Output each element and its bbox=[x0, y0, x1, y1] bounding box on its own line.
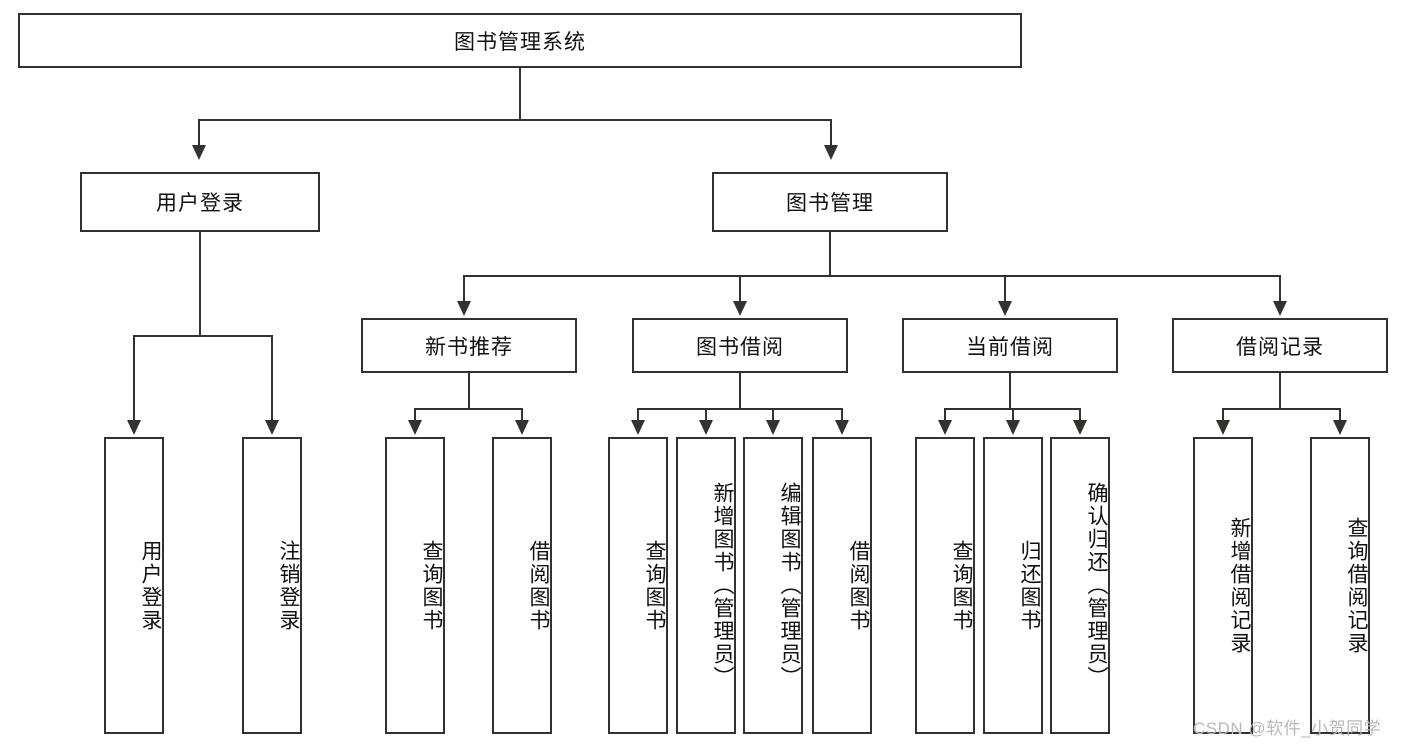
node-book-management[interactable]: 图书管理 bbox=[712, 172, 948, 232]
node-label: 图书管理系统 bbox=[454, 30, 586, 54]
arrowhead-icon bbox=[699, 420, 713, 435]
leaf-label: 新增图书（管理员） bbox=[711, 482, 734, 689]
leaf-borrow-borrow-book[interactable]: 借阅图书 bbox=[812, 437, 872, 734]
connector-borrow-drop-1 bbox=[637, 408, 639, 421]
connector-level2-drop-3 bbox=[1004, 275, 1006, 303]
leaf-borrow-edit-book-admin[interactable]: 编辑图书（管理员） bbox=[743, 437, 803, 734]
arrowhead-icon bbox=[1216, 420, 1230, 435]
connector-current-drop-3 bbox=[1079, 408, 1081, 421]
arrowhead-icon bbox=[408, 420, 422, 435]
connector-level2-bus bbox=[463, 275, 1281, 277]
arrowhead-icon bbox=[127, 420, 141, 435]
leaf-label: 查询图书 bbox=[643, 539, 666, 632]
connector-recommend-drop-2 bbox=[521, 408, 523, 421]
node-label: 图书管理 bbox=[786, 192, 874, 215]
node-label: 用户登录 bbox=[156, 192, 244, 215]
node-book-borrow[interactable]: 图书借阅 bbox=[632, 318, 848, 373]
node-label: 当前借阅 bbox=[966, 335, 1054, 359]
leaf-user-login[interactable]: 用户登录 bbox=[104, 437, 164, 734]
connector-root-stem bbox=[519, 68, 521, 120]
leaf-recommend-query-book[interactable]: 查询图书 bbox=[385, 437, 445, 734]
leaf-label: 查询借阅记录 bbox=[1345, 516, 1368, 655]
leaf-label: 新增借阅记录 bbox=[1228, 516, 1251, 655]
leaf-current-return-book[interactable]: 归还图书 bbox=[983, 437, 1043, 734]
leaf-record-add-borrow-record[interactable]: 新增借阅记录 bbox=[1193, 437, 1253, 734]
leaf-label: 确认归还（管理员） bbox=[1085, 482, 1108, 689]
connector-recommend-stem bbox=[468, 373, 470, 409]
arrowhead-icon bbox=[733, 301, 747, 316]
node-root-library-system[interactable]: 图书管理系统 bbox=[18, 13, 1022, 68]
connector-current-drop-1 bbox=[944, 408, 946, 421]
leaf-current-confirm-return-admin[interactable]: 确认归还（管理员） bbox=[1050, 437, 1110, 734]
watermark-text: CSDN @软件_小贺同学 bbox=[1193, 719, 1382, 738]
arrowhead-icon bbox=[515, 420, 529, 435]
leaf-current-query-book[interactable]: 查询图书 bbox=[915, 437, 975, 734]
connector-current-drop-2 bbox=[1012, 408, 1014, 421]
leaf-label: 借阅图书 bbox=[527, 539, 550, 632]
leaf-label: 查询图书 bbox=[420, 539, 443, 632]
connector-borrow-bus bbox=[637, 408, 843, 410]
connector-record-drop-2 bbox=[1339, 408, 1341, 421]
arrowhead-icon bbox=[1073, 420, 1087, 435]
leaf-recommend-borrow-book[interactable]: 借阅图书 bbox=[492, 437, 552, 734]
connector-level2-drop-1 bbox=[463, 275, 465, 303]
connector-borrow-drop-4 bbox=[841, 408, 843, 421]
connector-book-mgmt-stem bbox=[829, 232, 831, 276]
leaf-label: 用户登录 bbox=[139, 539, 162, 632]
arrowhead-icon bbox=[998, 301, 1012, 316]
arrowhead-icon bbox=[1333, 420, 1347, 435]
arrowhead-icon bbox=[938, 420, 952, 435]
arrowhead-icon bbox=[1006, 420, 1020, 435]
node-label: 新书推荐 bbox=[425, 335, 513, 359]
arrowhead-icon bbox=[631, 420, 645, 435]
node-new-book-recommend[interactable]: 新书推荐 bbox=[361, 318, 577, 373]
node-label: 图书借阅 bbox=[696, 335, 784, 359]
leaf-label: 注销登录 bbox=[277, 539, 300, 632]
arrowhead-icon bbox=[1273, 301, 1287, 316]
connector-borrow-drop-2 bbox=[705, 408, 707, 421]
connector-level1-drop-book bbox=[830, 119, 832, 147]
leaf-label: 归还图书 bbox=[1018, 539, 1041, 632]
arrowhead-icon bbox=[835, 420, 849, 435]
leaf-record-query-borrow-record[interactable]: 查询借阅记录 bbox=[1310, 437, 1370, 734]
connector-borrow-drop-3 bbox=[772, 408, 774, 421]
connector-borrow-stem bbox=[739, 373, 741, 409]
connector-level2-drop-4 bbox=[1279, 275, 1281, 303]
connector-user-login-drop-2 bbox=[271, 335, 273, 421]
node-label: 借阅记录 bbox=[1236, 335, 1324, 359]
leaf-logout[interactable]: 注销登录 bbox=[242, 437, 302, 734]
leaf-borrow-query-book[interactable]: 查询图书 bbox=[608, 437, 668, 734]
leaf-borrow-add-book-admin[interactable]: 新增图书（管理员） bbox=[676, 437, 736, 734]
arrowhead-icon bbox=[265, 420, 279, 435]
connector-record-bus bbox=[1222, 408, 1339, 410]
connector-current-stem bbox=[1009, 373, 1011, 409]
connector-user-login-bus bbox=[133, 335, 273, 337]
arrowhead-icon bbox=[824, 145, 838, 160]
connector-recommend-drop-1 bbox=[414, 408, 416, 421]
connector-level1-drop-user bbox=[198, 119, 200, 147]
leaf-label: 借阅图书 bbox=[847, 539, 870, 632]
node-borrow-record[interactable]: 借阅记录 bbox=[1172, 318, 1388, 373]
leaf-label: 查询图书 bbox=[950, 539, 973, 632]
arrowhead-icon bbox=[457, 301, 471, 316]
arrowhead-icon bbox=[192, 145, 206, 160]
connector-record-drop-1 bbox=[1222, 408, 1224, 421]
node-current-borrow[interactable]: 当前借阅 bbox=[902, 318, 1118, 373]
connector-user-login-drop-1 bbox=[133, 335, 135, 421]
connector-level1-bus bbox=[198, 119, 832, 121]
arrowhead-icon bbox=[766, 420, 780, 435]
connector-record-stem bbox=[1279, 373, 1281, 409]
connector-recommend-bus bbox=[414, 408, 523, 410]
connector-user-login-stem bbox=[199, 232, 201, 336]
node-user-login[interactable]: 用户登录 bbox=[80, 172, 320, 232]
leaf-label: 编辑图书（管理员） bbox=[778, 482, 801, 689]
connector-level2-drop-2 bbox=[739, 275, 741, 303]
